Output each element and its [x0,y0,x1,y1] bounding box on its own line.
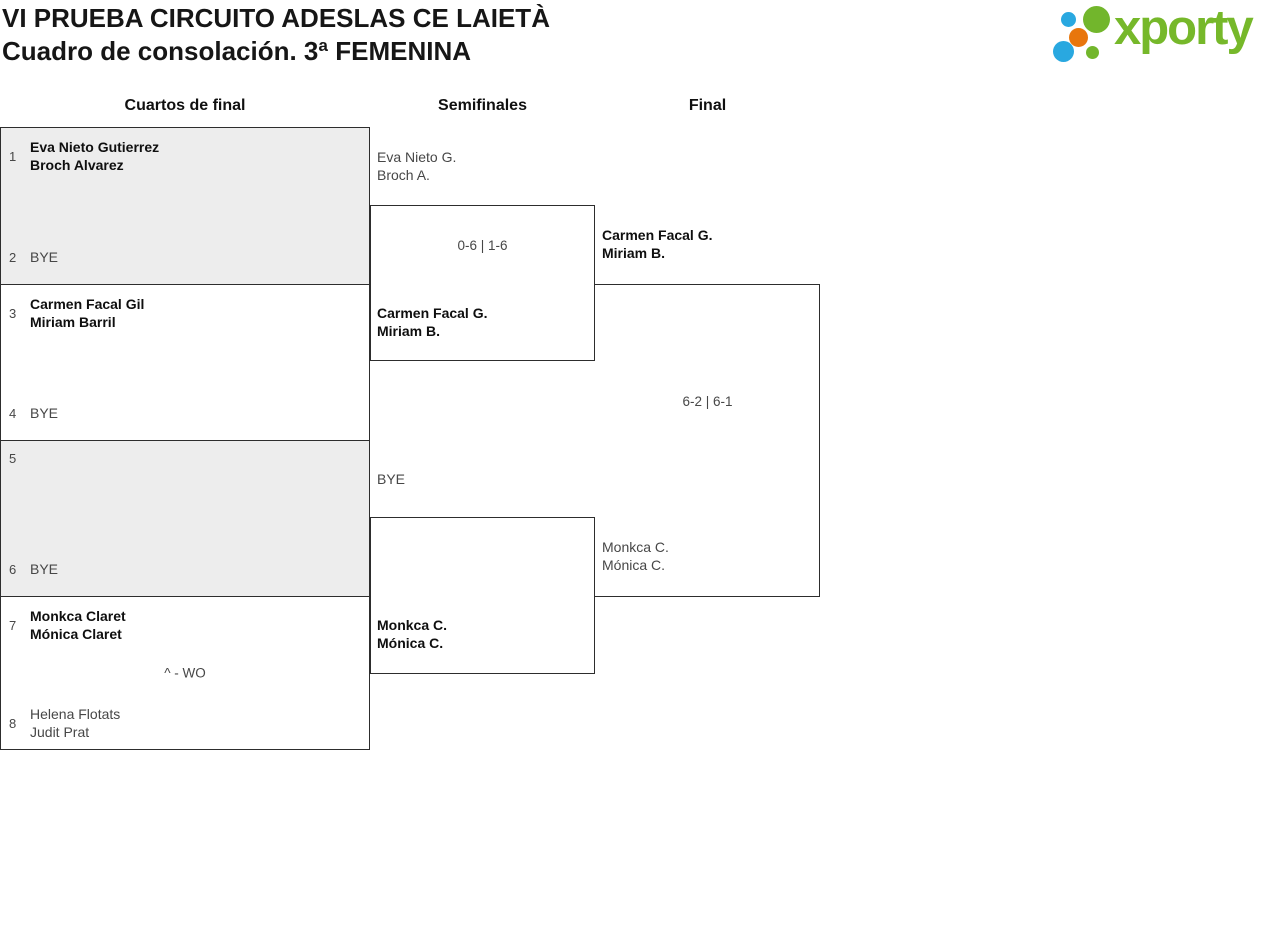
sf1-team-bottom-label: Carmen Facal G. Miriam B. [377,305,488,339]
bracket-subtitle: Cuadro de consolación. 3ª FEMENINA [2,36,472,66]
match-quarterfinal-1[interactable]: 1 Eva Nieto Gutierrez Broch Alvarez 2 BY… [0,127,370,285]
team-names: Eva Nieto Gutierrez Broch Alvarez [30,139,160,173]
sf1-score: 0-6 | 1-6 [457,238,508,253]
team-names: BYE [30,561,59,577]
team-slot: 6 BYE [9,560,361,578]
team-slot: 8 Helena Flotats Judit Prat [9,705,361,741]
round-header-quarterfinals: Cuartos de final [124,97,246,114]
match-quarterfinal-2[interactable]: 3 Carmen Facal Gil Miriam Barril 4 BYE [0,284,370,441]
team-names: BYE [30,249,59,265]
seed-number: 2 [9,249,17,265]
logo-wordmark: xporty [1114,1,1254,55]
final-team-bottom-label: Monkca C. Mónica C. [602,539,669,573]
match-quarterfinal-3[interactable]: 5 6 BYE [0,440,370,597]
team-names: BYE [30,405,59,421]
team-slot: 2 BYE [9,248,361,266]
team-slot: 7 Monkca Claret Mónica Claret [9,607,361,643]
seed-number: 8 [9,715,17,731]
match-semifinal-2[interactable] [370,517,595,674]
final-team-top-label: Carmen Facal G. Miriam B. [602,227,713,261]
team-slot: 5 [9,451,361,466]
seed-number: 3 [9,305,17,321]
match-semifinal-1[interactable] [370,205,595,361]
team-slot: 1 Eva Nieto Gutierrez Broch Alvarez [9,138,361,174]
team-names: Carmen Facal Gil Miriam Barril [30,296,145,330]
round-header-final: Final [688,97,727,114]
logo-dot-green-large-icon [1083,6,1110,33]
seed-number: 6 [9,561,17,577]
logo-dot-blue-large-icon [1053,41,1074,62]
logo-dots-icon [1048,4,1112,70]
team-names: Helena Flotats Judit Prat [30,706,121,740]
match-final[interactable] [595,284,820,597]
team-names: Monkca Claret Mónica Claret [30,608,126,642]
seed-number: 7 [9,617,17,633]
sf2-team-bottom-label: Monkca C. Mónica C. [377,617,448,651]
logo-dot-orange-icon [1069,28,1088,47]
tournament-name: VI PRUEBA CIRCUITO ADESLAS CE LAIETÀ [2,3,550,33]
final-score: 6-2 | 6-1 [682,394,733,409]
team-slot: 4 BYE [9,404,361,422]
round-header-semifinals: Semifinales [438,97,527,114]
seed-number: 1 [9,148,17,164]
logo-dot-green-small-icon [1086,46,1099,59]
logo-dot-blue-small-icon [1061,12,1076,27]
seed-number: 4 [9,405,17,421]
team-slot: 3 Carmen Facal Gil Miriam Barril [9,295,361,331]
sf2-team-top-label: BYE [377,471,406,487]
page-title: VI PRUEBA CIRCUITO ADESLAS CE LAIETÀ Cua… [2,2,550,68]
xporty-logo[interactable]: xporty [1048,1,1276,70]
sf1-team-top-label: Eva Nieto G. Broch A. [377,149,457,183]
match-score: ^ - WO [164,665,206,681]
match-quarterfinal-4[interactable]: 7 Monkca Claret Mónica Claret ^ - WO 8 H… [0,596,370,750]
seed-number: 5 [9,451,17,466]
